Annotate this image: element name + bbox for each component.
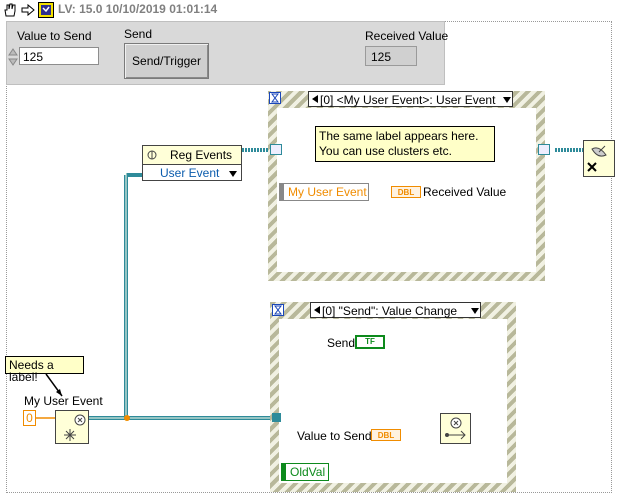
toolbar: LV: 15.0 10/10/2019 01:01:14 — [0, 0, 618, 20]
event-case-label-bottom: [0] "Send": Value Change — [322, 304, 458, 318]
hand-icon[interactable] — [2, 2, 18, 18]
arrow-icon[interactable] — [21, 3, 35, 17]
received-value-terminal-tag[interactable]: DBL — [391, 186, 421, 198]
reg-events-title: Reg Events — [170, 148, 233, 162]
hourglass-icon — [269, 92, 281, 104]
event-structure-send-value-change[interactable] — [270, 302, 516, 492]
oldval-label: OldVal — [290, 465, 326, 479]
comment-line-2: You can use clusters etc. — [319, 144, 452, 158]
value-to-send-input[interactable]: 125 — [19, 47, 99, 65]
decrement-arrow-icon[interactable] — [313, 306, 321, 314]
chevron-down-icon[interactable] — [471, 307, 479, 315]
oldval-event-data[interactable]: OldVal — [281, 463, 329, 481]
numeric-increment-decrement[interactable] — [7, 46, 19, 68]
event-data-my-user-event: My User Event — [288, 185, 367, 199]
hourglass-icon — [272, 304, 284, 316]
event-case-selector-top[interactable]: [0] <My User Event>: User Event — [308, 91, 513, 107]
decrement-arrow-icon[interactable] — [311, 95, 319, 103]
event-registration-tunnel-out[interactable] — [538, 144, 550, 155]
event-registration-tunnel-in[interactable] — [270, 144, 282, 155]
satellite-dish-icon — [587, 145, 607, 172]
event-data-node[interactable]: My User Event — [279, 183, 369, 201]
event-registration-tunnel-bottom[interactable] — [272, 413, 281, 422]
generate-user-event-node[interactable] — [440, 413, 471, 444]
version-timestamp: LV: 15.0 10/10/2019 01:01:14 — [58, 2, 218, 16]
received-value-indicator: 125 — [365, 46, 417, 66]
event-case-selector-bottom[interactable]: [0] "Send": Value Change — [310, 302, 481, 318]
generate-user-event-icon — [445, 417, 466, 440]
reg-events-item[interactable]: User Event — [160, 166, 220, 180]
send-terminal-label: Send — [327, 336, 356, 350]
received-value-label: Received Value — [365, 29, 449, 43]
create-user-event-icon — [64, 414, 86, 441]
value-to-send-label: Value to Send — [17, 29, 92, 43]
unregister-events-node[interactable] — [583, 140, 615, 177]
create-user-event-node[interactable] — [55, 410, 89, 444]
my-user-event-label: My User Event — [24, 394, 103, 408]
comment-needs-label: Needs a label! — [5, 356, 84, 383]
comment-same-label: The same label appears here. You can use… — [315, 126, 495, 162]
received-value-terminal-label: Received Value — [423, 185, 507, 199]
event-case-label-top: [0] <My User Event>: User Event — [320, 93, 496, 107]
send-bool-terminal[interactable]: TF — [355, 335, 385, 349]
value-to-send-terminal-label: Value to Send — [297, 429, 372, 443]
register-for-events-node[interactable]: Reg Events User Event — [142, 145, 242, 181]
send-trigger-button[interactable]: Send/Trigger — [124, 43, 209, 79]
comment-line-1: The same label appears here. — [319, 129, 479, 143]
constant-zero[interactable]: 0 — [23, 410, 36, 426]
event-reg-icon — [147, 150, 157, 160]
labview-vi-icon — [38, 2, 54, 18]
chevron-down-icon[interactable] — [229, 170, 237, 178]
value-to-send-terminal-tag[interactable]: DBL — [371, 429, 401, 441]
send-label: Send — [124, 27, 153, 41]
chevron-down-icon[interactable] — [503, 96, 511, 104]
